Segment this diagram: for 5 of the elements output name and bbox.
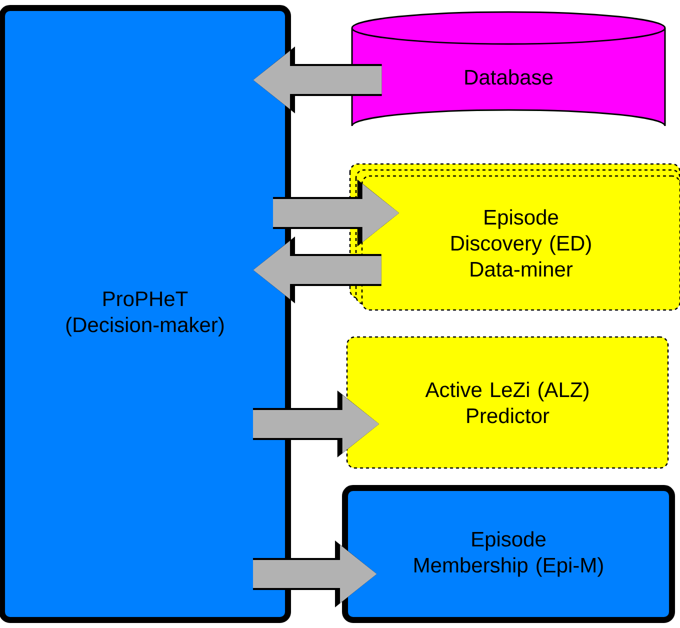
component-box: ProPHeT (Decision-maker) — [0, 5, 291, 623]
component-box: Active LeZi (ALZ) Predictor — [346, 336, 669, 469]
stacked-component-box: Episode Discovery (ED) Data-miner — [349, 163, 680, 311]
database-cylinder: Database — [351, 11, 666, 127]
component-box: Episode Membership (Epi-M) — [342, 485, 675, 623]
